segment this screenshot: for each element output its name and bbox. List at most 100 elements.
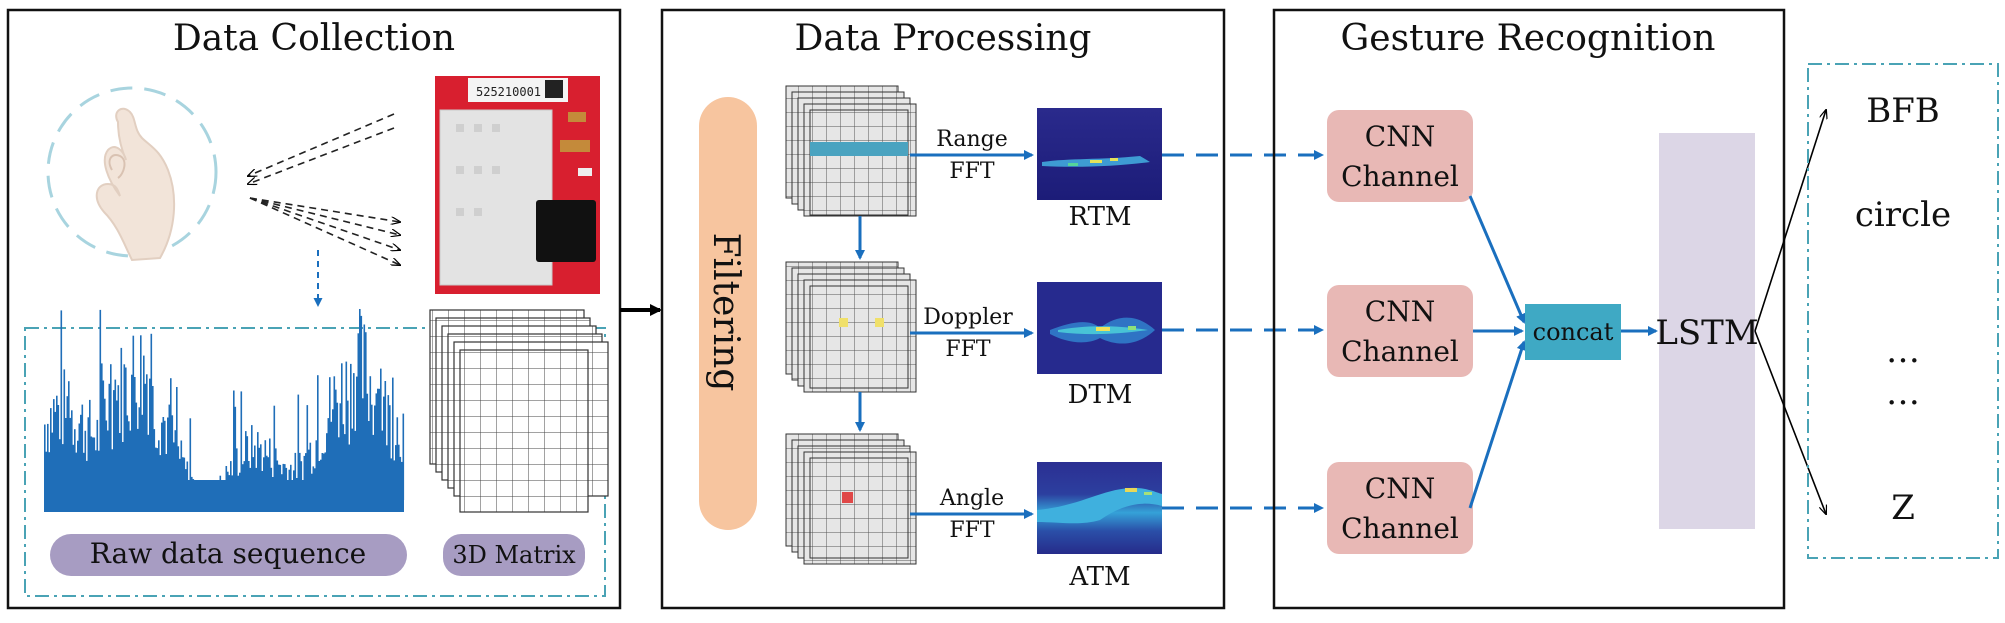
waveform-bar xyxy=(84,430,87,500)
waveform-bar xyxy=(158,440,160,500)
waveform-bar xyxy=(272,477,274,500)
output-container xyxy=(1807,63,1999,559)
waveform-bar xyxy=(179,458,181,500)
waveform-bar xyxy=(200,480,202,500)
waveform-bar xyxy=(173,442,175,500)
waveform-bar xyxy=(393,460,396,500)
raw-data-label-pill xyxy=(50,534,407,576)
waveform-bar xyxy=(287,480,289,500)
waveform-bar xyxy=(221,480,223,500)
waveform-bar xyxy=(353,373,355,500)
waveform-bar xyxy=(182,457,184,500)
waveform-bar xyxy=(257,432,259,500)
panel-frame xyxy=(660,8,1226,610)
waveform-bar xyxy=(119,433,121,500)
doppler-highlight xyxy=(839,318,848,327)
lstm-label: LSTM xyxy=(1655,313,1758,353)
waveform-bar xyxy=(344,434,346,500)
waveform-bar xyxy=(360,315,363,500)
doppler-fft-label-1: Doppler xyxy=(923,305,1013,330)
waveform-bar xyxy=(386,445,388,500)
waveform-bar xyxy=(278,464,280,500)
waveform-bar xyxy=(366,393,369,500)
waveform-bar xyxy=(321,453,324,500)
waveform-bar xyxy=(318,461,321,500)
waveform-bar xyxy=(335,389,337,500)
waveform-bar xyxy=(338,437,340,500)
waveform-bar xyxy=(68,381,70,500)
concat-label: concat xyxy=(1533,318,1614,346)
filtering-block xyxy=(699,97,757,530)
waveform-bar xyxy=(255,467,258,500)
waveform-bar xyxy=(324,452,327,500)
waveform-bar xyxy=(258,447,261,500)
waveform-bar xyxy=(357,333,360,500)
cnn-label-2a: CNN xyxy=(1365,295,1435,328)
waveform-bar xyxy=(104,398,106,500)
waveform-bar xyxy=(177,446,180,500)
waveform-bar xyxy=(243,461,246,500)
waveform-bar xyxy=(381,430,384,500)
cnn-channel-2 xyxy=(1327,285,1473,377)
waveform-bar xyxy=(192,479,195,500)
raw-waveform xyxy=(44,309,405,512)
waveform-bar xyxy=(203,480,205,500)
waveform-bar xyxy=(185,469,187,500)
waveform-bar xyxy=(230,461,232,500)
range-fft-label-1: Range xyxy=(936,127,1007,152)
component xyxy=(560,140,590,152)
waveform-bar xyxy=(351,428,354,500)
doppler-cube xyxy=(785,261,917,393)
waveform-bar xyxy=(380,368,382,500)
waveform-bar xyxy=(219,475,222,500)
waveform-bar xyxy=(71,410,73,500)
waveform-bar xyxy=(363,324,366,500)
waveform-bar xyxy=(174,430,177,500)
waveform-bar xyxy=(117,385,120,500)
hand-icon xyxy=(95,107,176,262)
waveform-bar xyxy=(44,424,46,500)
waveform-bar xyxy=(327,418,330,500)
waveform-bar xyxy=(383,396,385,500)
waveform-bar xyxy=(224,480,226,500)
waveform-bar xyxy=(90,436,93,500)
waveform-bar xyxy=(162,417,165,500)
waveform-bar xyxy=(83,452,85,500)
atm-label: ATM xyxy=(1068,562,1130,592)
range-highlight xyxy=(810,142,908,156)
waveform-bar xyxy=(231,475,234,500)
waveform-bar xyxy=(260,444,262,500)
waveform-bar xyxy=(161,422,163,500)
waveform-bar xyxy=(315,440,318,500)
waveform-bar xyxy=(233,390,235,500)
waveform-bar xyxy=(195,480,198,500)
waveform-bar xyxy=(279,464,282,500)
waveform-bar xyxy=(392,377,394,500)
waveform-bar xyxy=(222,480,225,500)
waveform-bar xyxy=(191,476,193,500)
waveform-bar xyxy=(395,445,397,500)
waveform-bar xyxy=(107,430,109,500)
waveform-bar xyxy=(326,433,328,500)
cnn-to-concat-arrows xyxy=(1468,195,1527,509)
waveform-bar xyxy=(47,423,49,500)
angle-highlight xyxy=(842,492,853,503)
waveform-bar xyxy=(228,475,231,500)
waveform-bar xyxy=(48,452,51,500)
waveform-bar xyxy=(165,454,168,500)
waveform-bar xyxy=(306,405,309,500)
waveform-bar xyxy=(311,473,313,500)
waveform-bar xyxy=(132,335,135,500)
waveform-bar xyxy=(209,480,211,500)
waveform-bar xyxy=(240,391,243,500)
waveform-bar xyxy=(189,418,192,500)
waveform-bar xyxy=(45,451,48,500)
waveform-bar xyxy=(69,417,72,500)
waveform-bar xyxy=(96,419,99,500)
waveform-bar xyxy=(225,466,228,500)
waveform-bar xyxy=(137,428,139,500)
waveform-bar xyxy=(242,464,244,500)
waveform-bar xyxy=(128,421,130,500)
waveform-bar xyxy=(212,480,214,500)
